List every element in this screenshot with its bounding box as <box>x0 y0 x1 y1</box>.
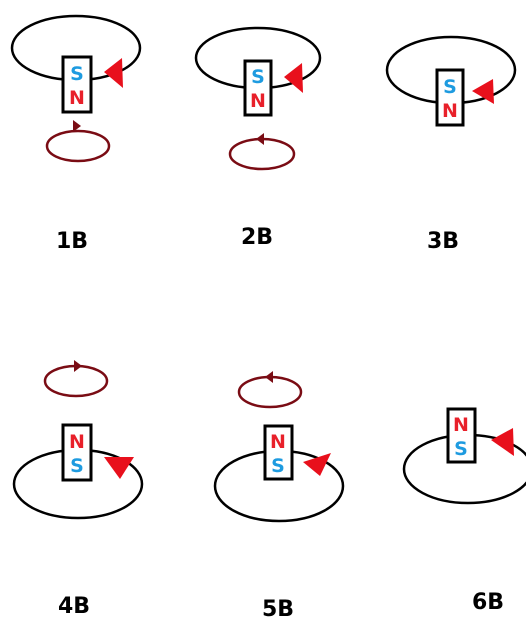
small-loop-1b <box>45 129 111 163</box>
magnet-6b <box>446 407 477 464</box>
label-1b: 1B <box>56 229 88 254</box>
pole-bottom-2b: N <box>250 90 266 112</box>
label-2b: 2B <box>241 225 273 250</box>
magnet-4b <box>61 423 93 482</box>
pole-bottom-6b: S <box>454 438 468 460</box>
small-arrow-2b <box>256 133 264 145</box>
arrow-6b <box>491 428 514 456</box>
figure-1b: S N 1B <box>10 14 142 254</box>
label-4b: 4B <box>58 594 90 618</box>
pole-bottom-4b: S <box>70 455 84 477</box>
small-loop-5b <box>237 375 303 409</box>
arrow-3b <box>472 79 494 104</box>
label-3b: 3B <box>427 229 459 254</box>
magnet-3b <box>435 68 465 127</box>
label-5b: 5B <box>262 597 294 618</box>
magnet-2b <box>243 59 273 117</box>
arrow-4b <box>104 457 134 479</box>
arrow-5b <box>303 453 331 476</box>
magnet-1b <box>61 55 93 114</box>
pole-bottom-5b: S <box>271 455 285 477</box>
small-arrow-1b <box>73 120 81 132</box>
small-arrow-4b <box>74 360 82 372</box>
arrow-2b <box>284 63 303 93</box>
figure-6b: N S 6B <box>402 407 526 615</box>
small-arrow-5b <box>265 371 273 383</box>
figure-2b: S N 2B <box>194 26 322 250</box>
figure-5b: N S 5B <box>213 371 345 618</box>
pole-top-6b: N <box>453 414 469 436</box>
magnet-5b <box>263 424 294 481</box>
pole-top-3b: S <box>443 76 457 98</box>
pole-top-1b: S <box>70 63 84 85</box>
pole-bottom-3b: N <box>442 100 458 122</box>
arrow-1b <box>104 58 123 88</box>
pole-top-5b: N <box>270 431 286 453</box>
pole-top-2b: S <box>251 66 265 88</box>
pole-bottom-1b: N <box>69 87 85 109</box>
figure-3b: S N 3B <box>385 35 517 254</box>
label-6b: 6B <box>472 590 504 615</box>
pole-top-4b: N <box>69 431 85 453</box>
figure-4b: N S 4B <box>12 360 144 618</box>
